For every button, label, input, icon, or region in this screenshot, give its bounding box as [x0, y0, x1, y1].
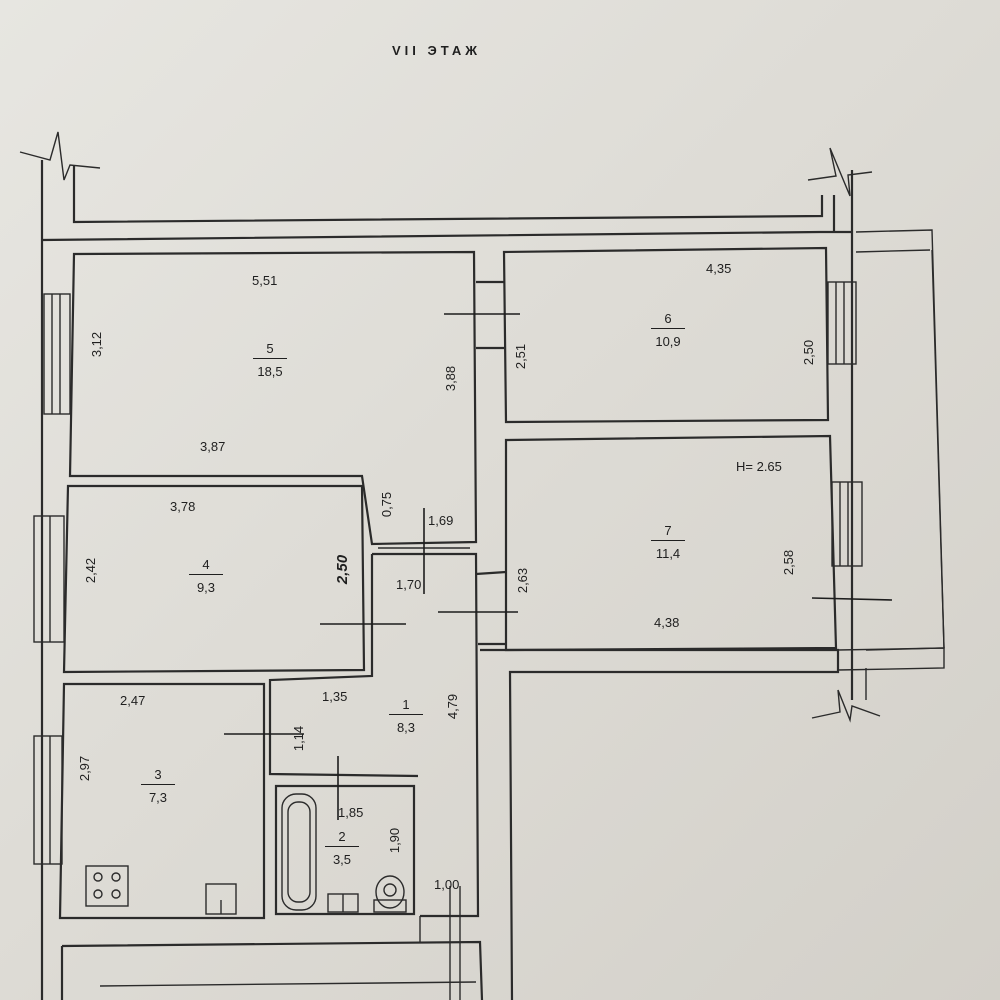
room-1-number: 1 — [389, 698, 423, 715]
room-4-label: 4 9,3 — [184, 558, 228, 594]
room-1-area: 8,3 — [396, 720, 416, 735]
dim-r6-left: 2,51 — [513, 343, 529, 370]
dim-r7-left: 2,63 — [515, 567, 531, 594]
room-4-number: 4 — [189, 558, 223, 575]
room-1-label: 1 8,3 — [384, 698, 428, 734]
dim-hall-top: 1,70 — [396, 577, 422, 592]
room-7-label: 7 11,4 — [646, 524, 690, 560]
room-7-number: 7 — [651, 524, 685, 541]
stove-shape — [85, 865, 129, 907]
room-3-outline — [58, 682, 266, 920]
floor-title: VII ЭТАЖ — [392, 43, 482, 58]
room-2-label: 2 3,5 — [320, 830, 364, 866]
room-5-number: 5 — [253, 342, 287, 359]
room-5-outline — [68, 250, 478, 546]
dim-gap-height: 0,75 — [379, 491, 395, 518]
dim-bath-top: 1,85 — [338, 805, 364, 820]
room-6-outline — [502, 246, 830, 424]
dim-gap-width: 1,69 — [428, 513, 454, 528]
bathtub-shape — [281, 793, 317, 911]
hallway-outline — [372, 552, 480, 918]
room-2-number: 2 — [325, 830, 359, 847]
room-5-area: 18,5 — [257, 364, 283, 379]
dim-door-width: 1,00 — [434, 877, 460, 892]
toilet-shape — [375, 875, 405, 909]
dim-hall-right: 4,79 — [445, 693, 461, 720]
dim-r6-right: 2,50 — [801, 339, 817, 366]
room-7-outline — [504, 434, 838, 652]
dim-r5-bottom: 3,87 — [200, 439, 226, 454]
room-7-area: 11,4 — [655, 546, 681, 561]
dim-r5-left: 3,12 — [89, 331, 105, 358]
dim-r3-top: 2,47 — [120, 693, 146, 708]
room-3-label: 3 7,3 — [136, 768, 180, 804]
dim-r7-bottom: 4,38 — [654, 615, 680, 630]
room-2-outline — [274, 784, 416, 916]
dim-r3-left: 2,97 — [77, 755, 93, 782]
room-3-area: 7,3 — [148, 790, 168, 805]
dim-hall-left: 1,14 — [291, 725, 307, 752]
room-4-outline — [62, 484, 366, 674]
room-6-area: 10,9 — [655, 334, 681, 349]
room-6-number: 6 — [651, 312, 685, 329]
dim-hall-lower: 1,35 — [322, 689, 348, 704]
dim-r4-top: 3,78 — [170, 499, 196, 514]
room-5-label: 5 18,5 — [248, 342, 292, 378]
room-3-number: 3 — [141, 768, 175, 785]
outer-walls — [19, 131, 945, 1000]
left-windows — [33, 293, 71, 865]
dim-r5-right: 3,88 — [443, 365, 459, 392]
section-cuts — [224, 313, 893, 820]
room-4-area: 9,3 — [196, 580, 216, 595]
ceiling-height-note: H= 2.65 — [736, 459, 782, 474]
room-6-label: 6 10,9 — [646, 312, 690, 348]
dim-r5-top: 5,51 — [252, 273, 278, 288]
dim-r6-top: 4,35 — [706, 261, 732, 276]
dim-bath-right: 1,90 — [387, 827, 403, 854]
dim-r4-left: 2,42 — [83, 557, 99, 584]
dim-r4-right: 2,50 — [334, 554, 352, 585]
room-2-area: 3,5 — [332, 852, 352, 867]
dim-r7-right: 2,58 — [781, 549, 797, 576]
